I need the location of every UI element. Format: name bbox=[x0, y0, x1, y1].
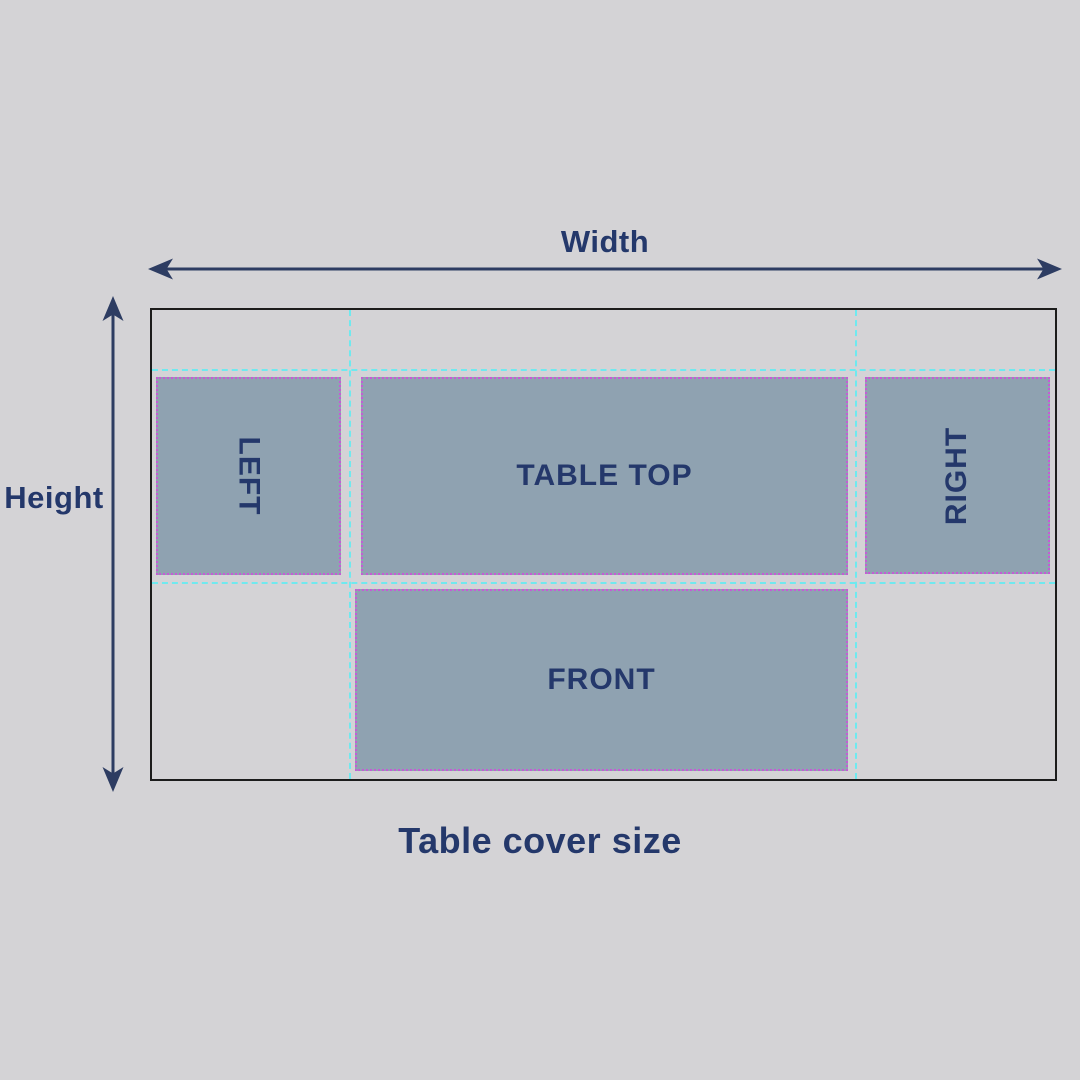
panel-right: RIGHT bbox=[865, 377, 1050, 574]
panel-right-label: RIGHT bbox=[940, 426, 974, 525]
fold-guide-horizontal-top bbox=[152, 369, 1055, 371]
fold-guide-vertical-left bbox=[349, 310, 351, 779]
height-dimension-label: Height bbox=[4, 480, 104, 515]
width-arrow-icon bbox=[148, 258, 1062, 280]
panel-left: LEFT bbox=[156, 377, 341, 575]
width-dimension-label: Width bbox=[560, 224, 650, 259]
diagram-title: Table cover size bbox=[398, 820, 682, 861]
panel-table-top-label: TABLE TOP bbox=[516, 459, 693, 492]
fold-guide-horizontal-bottom bbox=[152, 582, 1055, 584]
panel-table-top: TABLE TOP bbox=[361, 377, 848, 575]
height-arrow-icon bbox=[102, 296, 124, 792]
fold-guide-vertical-right bbox=[855, 310, 857, 779]
panel-left-label: LEFT bbox=[232, 436, 266, 516]
cover-outline bbox=[150, 308, 1057, 781]
panel-front-label: FRONT bbox=[547, 663, 656, 696]
panel-front: FRONT bbox=[355, 589, 848, 771]
